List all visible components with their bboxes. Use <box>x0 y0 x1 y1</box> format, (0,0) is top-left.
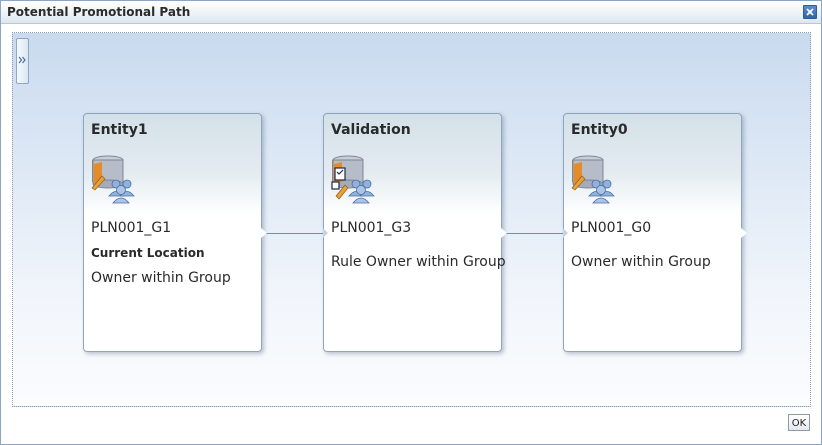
database-users-icon <box>571 155 615 204</box>
node-code: PLN001_G0 <box>571 220 652 236</box>
node-validation[interactable]: Validation PLN001_G3 Rule Owner within <box>323 113 507 352</box>
node-code: PLN001_G3 <box>331 220 412 236</box>
node-code: PLN001_G1 <box>91 220 172 236</box>
node-out-arrow <box>741 228 747 238</box>
node-title: Entity0 <box>571 122 628 138</box>
dialog-titlebar: Potential Promotional Path <box>1 1 821 24</box>
close-button[interactable] <box>803 5 817 19</box>
node-role: Owner within Group <box>571 254 711 270</box>
ok-button[interactable]: OK <box>788 414 810 431</box>
node-entity0[interactable]: Entity0 PLN001_G0 Owner within Group <box>563 113 747 352</box>
node-in-arrow <box>563 228 568 238</box>
connector-line <box>501 233 563 234</box>
connector-line <box>261 233 323 234</box>
node-out-arrow <box>261 228 267 238</box>
database-users-icon <box>331 155 375 204</box>
path-canvas: Entity1 PLN001_G1 Current Location Owner… <box>12 32 811 407</box>
node-out-arrow <box>501 228 507 238</box>
dialog-footer <box>1 407 821 444</box>
double-chevron-right-icon <box>18 56 26 64</box>
node-role: Rule Owner within Group <box>331 254 506 270</box>
node-entity1[interactable]: Entity1 PLN001_G1 Current Location Owner… <box>83 113 267 352</box>
node-in-arrow <box>323 228 328 238</box>
dialog-title: Potential Promotional Path <box>7 5 191 19</box>
node-title: Entity1 <box>91 122 148 138</box>
database-users-icon <box>91 155 135 204</box>
close-icon <box>806 8 814 16</box>
panel-toggle-button[interactable] <box>16 38 29 84</box>
node-title: Validation <box>331 122 411 138</box>
current-location-label: Current Location <box>91 246 205 260</box>
node-role: Owner within Group <box>91 270 231 286</box>
